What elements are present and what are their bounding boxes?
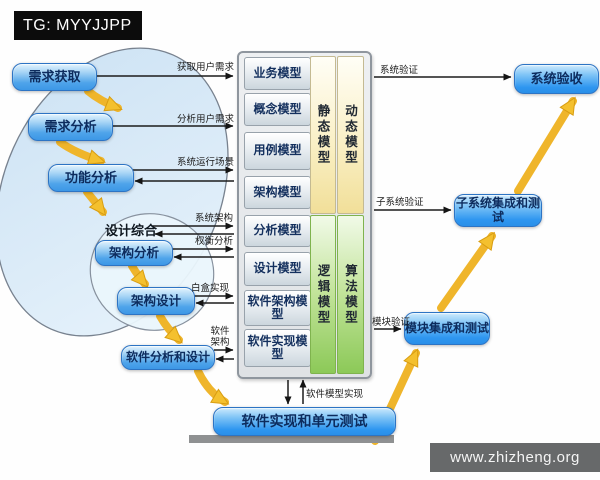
flow-arrow-func-to-design xyxy=(83,188,107,217)
column-static-model: 静态模型 xyxy=(310,56,336,214)
column-static-model-label: 静态模型 xyxy=(315,104,330,166)
edge-label-software-model-impl: 软件模型实现 xyxy=(306,389,364,400)
edge-label-module-verify: 模块验证 xyxy=(372,317,411,328)
edge-label-acquire-user-req: 获取用户需求 xyxy=(176,62,234,73)
model-software-architecture: 软件架构模型 xyxy=(244,290,311,326)
column-dynamic-model-label: 动态模型 xyxy=(343,104,357,166)
model-architecture: 架构模型 xyxy=(244,176,311,209)
flow-arrow-req-analyze-to-func xyxy=(56,138,106,166)
edge-label-whitebox-impl: 白盒实现 xyxy=(190,283,229,294)
model-analysis: 分析模型 xyxy=(244,215,311,247)
edge-label-analyze-user-req: 分析用户需求 xyxy=(176,114,234,125)
edge-label-software-arch: 软件架构 xyxy=(210,326,230,349)
watermark-tag: TG: MYYJJPP xyxy=(14,11,142,40)
model-design: 设计模型 xyxy=(244,252,311,286)
label-design-synthesis: 设计综合 xyxy=(105,223,158,238)
flow-arrow-subsystem-to-acceptance xyxy=(514,96,577,195)
watermark-site: www.zhizheng.org xyxy=(430,443,600,472)
flow-arrow-module-to-subsystem xyxy=(437,231,496,312)
bottom-box-shadow xyxy=(189,435,394,443)
flow-arrow-arch-design-to-sw xyxy=(156,312,183,344)
edge-label-system-arch: 系统架构 xyxy=(194,213,233,224)
flow-arrow-arch-analyze-to-design xyxy=(128,262,149,288)
node-software-analysis-design: 软件分析和设计 xyxy=(121,345,215,370)
edge-label-tradeoff-analysis: 权衡分析 xyxy=(194,236,233,247)
column-logic-model-label: 逻辑模型 xyxy=(315,263,330,326)
node-architecture-analysis: 架构分析 xyxy=(95,240,173,266)
black-connector-arrows xyxy=(96,72,512,405)
node-system-acceptance: 系统验收 xyxy=(514,64,599,94)
node-subsystem-integration-test: 子系统集成和测试 xyxy=(454,194,542,227)
column-logic-model: 逻辑模型 xyxy=(310,215,336,374)
column-algorithm-model-label: 算法模型 xyxy=(343,263,357,326)
node-requirement-analysis: 需求分析 xyxy=(28,113,113,141)
edge-label-subsystem-verify: 子系统验证 xyxy=(376,197,424,208)
node-function-analysis: 功能分析 xyxy=(48,164,134,192)
flow-arrow-req-acquire-to-analyze xyxy=(84,87,123,112)
edge-label-system-run-scenario: 系统运行场景 xyxy=(176,157,234,168)
node-module-integration-test: 模块集成和测试 xyxy=(404,312,490,345)
model-concept: 概念模型 xyxy=(244,93,311,126)
model-business: 业务模型 xyxy=(244,57,311,90)
column-algorithm-model: 算法模型 xyxy=(337,215,364,374)
model-software-implementation: 软件实现模型 xyxy=(244,329,311,367)
column-dynamic-model: 动态模型 xyxy=(337,56,364,214)
node-software-impl-unit-test: 软件实现和单元测试 xyxy=(213,407,396,436)
flow-arrow-sw-to-impl-test xyxy=(194,367,230,406)
edge-label-system-verify: 系统验证 xyxy=(380,65,419,76)
node-requirement-acquisition: 需求获取 xyxy=(12,63,97,91)
model-usecase: 用例模型 xyxy=(244,132,311,170)
node-architecture-design: 架构设计 xyxy=(117,287,195,315)
